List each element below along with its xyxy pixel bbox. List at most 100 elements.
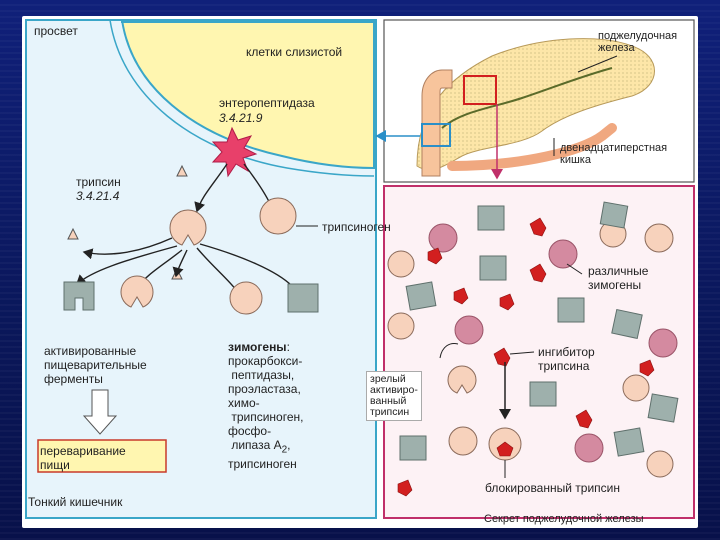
activated-enzyme-circle xyxy=(120,275,154,308)
inhibitor-line: ингибитор xyxy=(538,345,595,359)
zymogen-circle xyxy=(648,328,678,358)
duodenum-label: двенадцатиперстная кишка xyxy=(560,142,667,166)
digestion-diagram xyxy=(25,19,695,519)
mucosa-membrane xyxy=(109,19,375,177)
trypsin-inhibitor-icon xyxy=(499,293,515,311)
pancreatic-duct xyxy=(441,67,613,129)
zymogen-item: прокарбокси- xyxy=(228,354,303,368)
digestion-label: переваривание пищи xyxy=(40,444,126,472)
trypsin-ec-label: 3.4.21.4 xyxy=(76,189,120,203)
peptide-fragment-icon xyxy=(176,164,188,177)
zymogen-circle xyxy=(229,281,263,315)
mucosa-cell xyxy=(121,19,375,170)
mature-trypsin-line: зрелый xyxy=(370,373,406,385)
zymogens-pointer xyxy=(566,263,583,275)
pancreas-zoom-box xyxy=(463,75,497,105)
zymogen-circle xyxy=(574,433,604,463)
blocked-trypsin-label: блокированный трипсин xyxy=(485,481,620,495)
zymogen-square xyxy=(405,281,437,311)
trypsin-inhibitor-icon xyxy=(639,359,655,377)
zymogen-square xyxy=(287,283,319,313)
zymogen-item: проэластаза, xyxy=(228,382,301,396)
zymogen-square xyxy=(599,201,629,229)
duodenum-tube xyxy=(447,123,617,171)
zymogen-circle xyxy=(428,223,458,253)
zymogen-square xyxy=(613,427,645,457)
zymogen-item: пептидазы, xyxy=(231,368,295,382)
zymogens-title: зимогены xyxy=(228,340,287,354)
zymogen-item: трипсиноген, xyxy=(231,410,304,424)
trypsin-label: трипсин xyxy=(76,175,121,189)
zymogen-circle xyxy=(454,315,484,345)
zymogen-circle xyxy=(646,450,674,478)
inhibitor-pointer xyxy=(509,351,535,355)
small-intestine-label: Тонкий кишечник xyxy=(28,495,123,509)
pancreas-line: железа xyxy=(598,42,635,54)
zymogen-circle xyxy=(644,223,674,253)
bound-inhibitor-icon xyxy=(496,441,514,457)
inhibitor-line: трипсина xyxy=(538,359,590,373)
small-intestine-panel xyxy=(25,19,377,519)
pancreas-label: поджелудочная железа xyxy=(598,30,677,54)
duodenum-line: кишка xyxy=(560,154,591,166)
zymogen-item: липаза A xyxy=(231,438,282,452)
zymogen-circle xyxy=(548,239,578,269)
pancreas-pointer xyxy=(577,55,618,73)
digestion-line: пищи xyxy=(40,458,70,472)
trypsin-inhibitor-icon xyxy=(575,409,593,429)
zymogen-square xyxy=(399,435,427,461)
zymogen-square xyxy=(611,308,643,340)
mature-trypsin-line: активиро- xyxy=(370,384,418,396)
various-zymogens-line: зимогены xyxy=(588,278,642,292)
duodenum-line: двенадцатиперстная xyxy=(560,142,668,154)
trypsinogen-label: трипсиноген xyxy=(322,220,391,234)
zymogens-list: зимогены: прокарбокси- пептидазы, проэла… xyxy=(228,340,304,472)
trypsin-inhibitor-icon xyxy=(397,479,413,497)
trypsin-arrow xyxy=(172,249,188,278)
trypsin-arrow xyxy=(199,243,293,287)
activated-enzymes-line: активированные xyxy=(44,344,137,358)
zymogen-item: химо- xyxy=(228,396,260,410)
zymogen-square xyxy=(557,297,585,323)
trypsinogen-molecule xyxy=(259,197,297,235)
enteropeptidase-to-trypsin-arrow xyxy=(194,163,228,213)
trypsin-inhibitor-icon xyxy=(427,247,443,265)
to-digestion-arrow xyxy=(82,389,118,435)
pancreas-inset xyxy=(375,19,695,183)
trypsin-arrow xyxy=(82,237,173,260)
mature-trypsin-line: трипсин xyxy=(370,406,410,418)
trypsin-inhibitor-icon xyxy=(453,287,469,305)
pancreatic-secretion-panel xyxy=(383,185,695,519)
trypsin-molecule xyxy=(169,209,207,246)
various-zymogens-label: различные зимогены xyxy=(588,264,648,292)
trypsin-arrow xyxy=(75,245,178,285)
zymogen-item: фосфо- xyxy=(228,424,272,438)
trypsin-inhibitor-icon xyxy=(529,217,547,237)
mature-trypsin-line: ванный xyxy=(370,395,407,407)
activated-enzymes-line: ферменты xyxy=(44,372,103,386)
digestion-box xyxy=(37,439,167,473)
duodenum-zoom-box xyxy=(421,123,451,147)
trypsin-inhibitor-icon xyxy=(493,347,511,367)
mature-trypsin-label: зрелый активиро- ванный трипсин xyxy=(366,371,422,421)
various-zymogens-line: различные xyxy=(588,264,649,278)
inhibitor-label: ингибитор трипсина xyxy=(538,345,595,373)
zymogen-circle xyxy=(387,250,415,278)
activated-enzyme-square xyxy=(63,281,95,311)
zymogen-square xyxy=(647,393,679,423)
zymogen-circle xyxy=(387,312,415,340)
mucosa-label: клетки слизистой xyxy=(246,45,343,59)
zymogen-square xyxy=(477,205,505,231)
peptide-fragment-icon xyxy=(67,227,79,240)
zymogen-circle xyxy=(622,374,650,402)
activated-enzymes-line: пищеварительные xyxy=(44,358,147,372)
pancreatic-secretion-label: Секрет поджелудочной железы xyxy=(484,513,644,525)
lumen-label: просвет xyxy=(34,24,78,38)
enteropeptidase-ec-label: 3.4.21.9 xyxy=(219,111,263,125)
pancreas-line: поджелудочная xyxy=(598,30,678,42)
mature-trypsin-pointer xyxy=(439,343,459,359)
zymogen-item: , xyxy=(287,438,291,452)
zymogen-square xyxy=(529,381,557,407)
zymogen-item: трипсиноген xyxy=(228,457,297,472)
digestion-line: переваривание xyxy=(40,444,126,458)
